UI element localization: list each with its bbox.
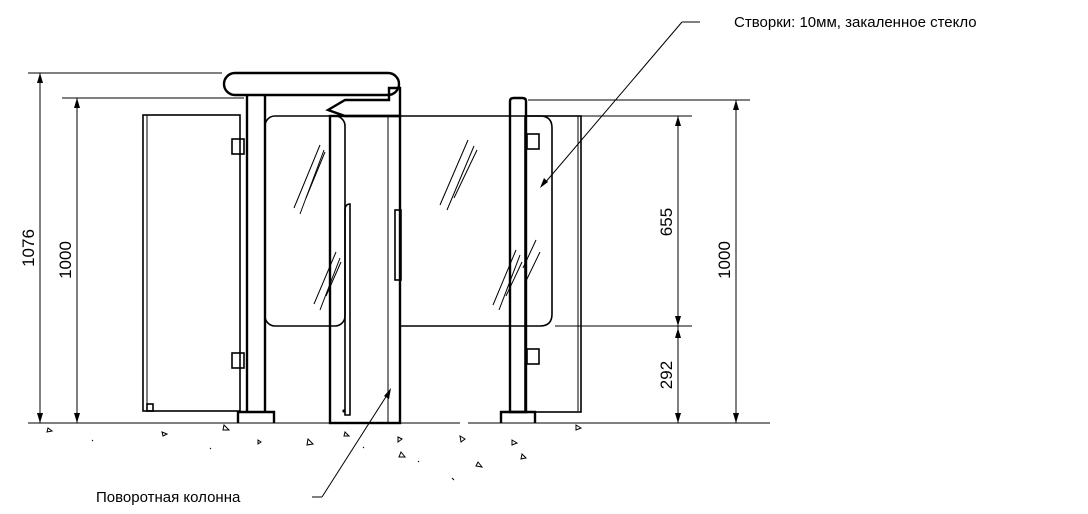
dimension-height-right: 1000 [528, 99, 750, 423]
dimension-floor-gap: 292 [657, 326, 681, 423]
leader-column-note: Поворотная колонна [96, 388, 391, 506]
dim-1000-right-label: 1000 [715, 241, 734, 279]
rotating-column[interactable] [325, 86, 402, 425]
dimension-glass-height: 655 [555, 115, 692, 327]
dim-655-label: 655 [657, 208, 676, 236]
column-note-label: Поворотная колонна [96, 489, 241, 506]
dimension-total-height: 1076 [19, 72, 222, 423]
dim-1000-left-label: 1000 [56, 241, 75, 279]
left-post [222, 71, 401, 423]
dim-1076-label: 1076 [19, 229, 38, 267]
floor-hatch [46, 423, 583, 481]
dimension-height-left: 1000 [56, 97, 244, 423]
right-rear-glass [524, 115, 582, 413]
left-fixed-glass [142, 114, 245, 412]
right-post [499, 96, 540, 423]
glass-note-label: Створки: 10мм, закаленное стекло [734, 14, 977, 31]
dim-292-label: 292 [657, 361, 676, 389]
leader-glass-note: Створки: 10мм, закаленное стекло [540, 14, 977, 188]
